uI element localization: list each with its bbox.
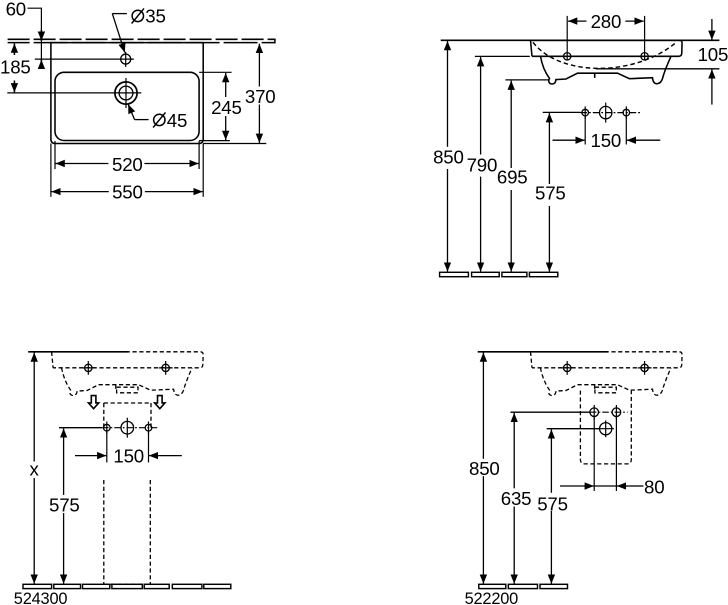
svg-text:575: 575 bbox=[49, 495, 80, 516]
svg-text:370: 370 bbox=[245, 86, 276, 107]
svg-text:150: 150 bbox=[591, 130, 622, 151]
svg-text:105: 105 bbox=[698, 44, 728, 65]
svg-text:520: 520 bbox=[112, 154, 143, 175]
svg-text:x: x bbox=[30, 459, 40, 480]
svg-text:150: 150 bbox=[113, 445, 144, 466]
svg-text:60: 60 bbox=[6, 0, 26, 19]
svg-text:45: 45 bbox=[167, 110, 187, 131]
svg-text:850: 850 bbox=[469, 458, 500, 479]
svg-text:695: 695 bbox=[497, 167, 528, 188]
svg-text:550: 550 bbox=[112, 181, 143, 202]
svg-text:80: 80 bbox=[644, 477, 664, 498]
svg-text:850: 850 bbox=[433, 146, 464, 167]
svg-text:522200: 522200 bbox=[465, 590, 519, 605]
svg-text:790: 790 bbox=[467, 154, 498, 175]
svg-text:245: 245 bbox=[211, 97, 242, 118]
svg-text:35: 35 bbox=[145, 6, 165, 27]
svg-text:280: 280 bbox=[591, 11, 622, 32]
svg-text:575: 575 bbox=[537, 494, 568, 515]
svg-text:635: 635 bbox=[501, 488, 532, 509]
svg-text:185: 185 bbox=[0, 57, 31, 78]
svg-text:575: 575 bbox=[535, 183, 566, 204]
svg-text:524300: 524300 bbox=[14, 590, 68, 605]
